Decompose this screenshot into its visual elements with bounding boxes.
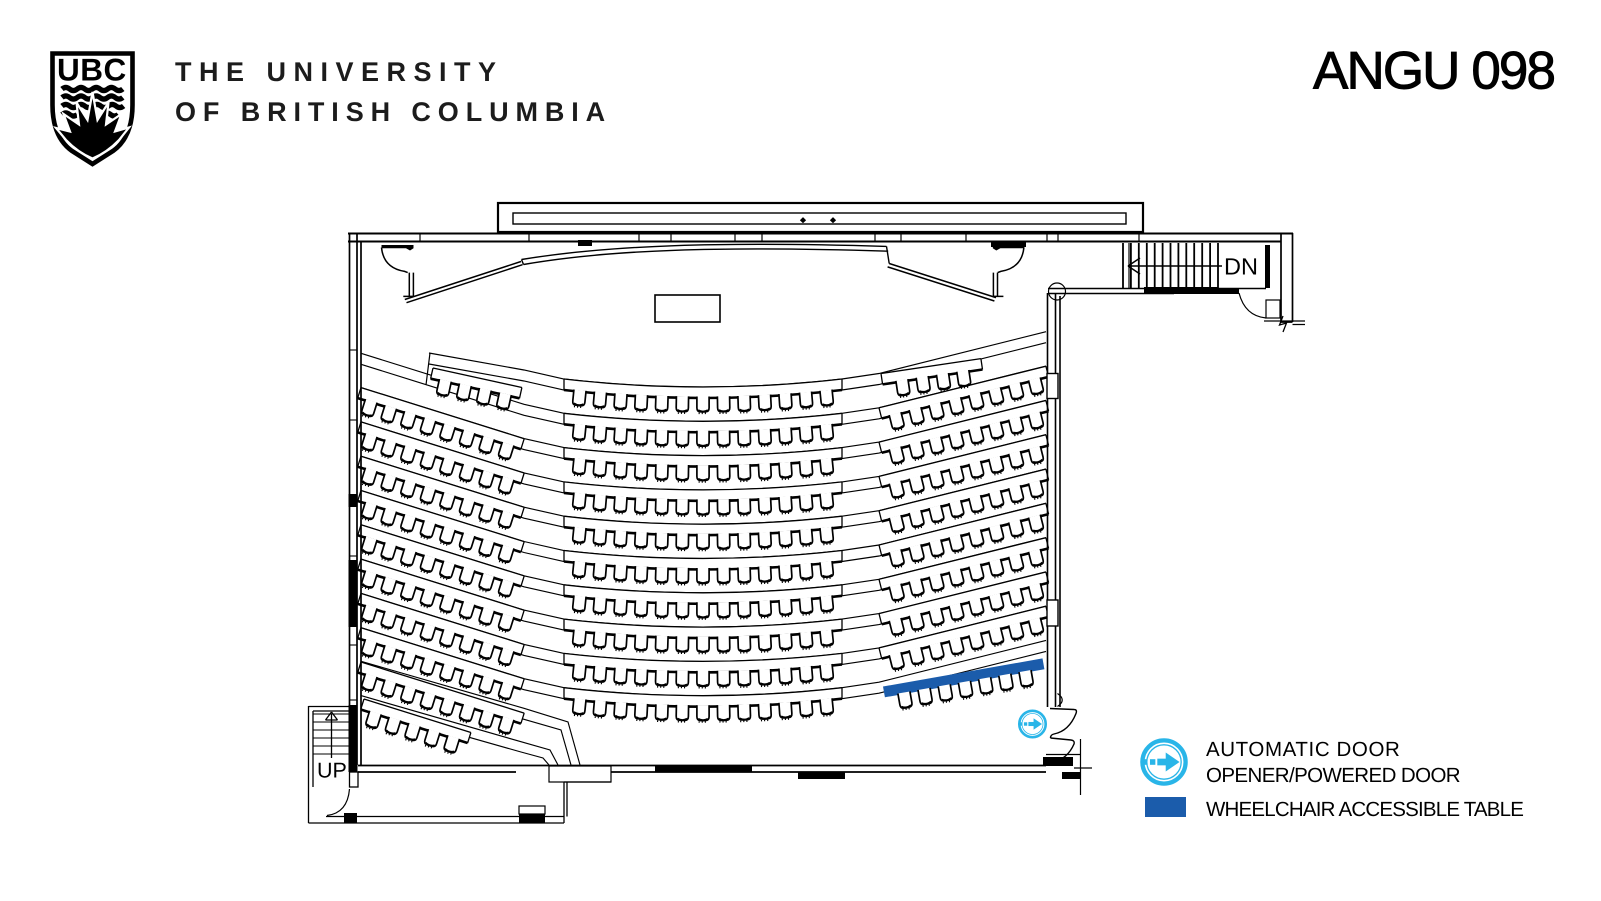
svg-text:AUTOMATIC DOOR: AUTOMATIC DOOR [1206,738,1400,761]
svg-text:WHEELCHAIR ACCESSIBLE TABLE: WHEELCHAIR ACCESSIBLE TABLE [1206,798,1523,821]
svg-text:ANGU 098: ANGU 098 [1313,42,1555,101]
svg-text:THE UNIVERSITY: THE UNIVERSITY [175,57,504,87]
svg-text:OF BRITISH COLUMBIA: OF BRITISH COLUMBIA [175,97,612,127]
svg-text:DN: DN [1224,254,1258,280]
svg-text:UP: UP [317,759,347,783]
svg-text:UBC: UBC [57,52,127,88]
svg-text:OPENER/POWERED DOOR: OPENER/POWERED DOOR [1206,764,1460,787]
